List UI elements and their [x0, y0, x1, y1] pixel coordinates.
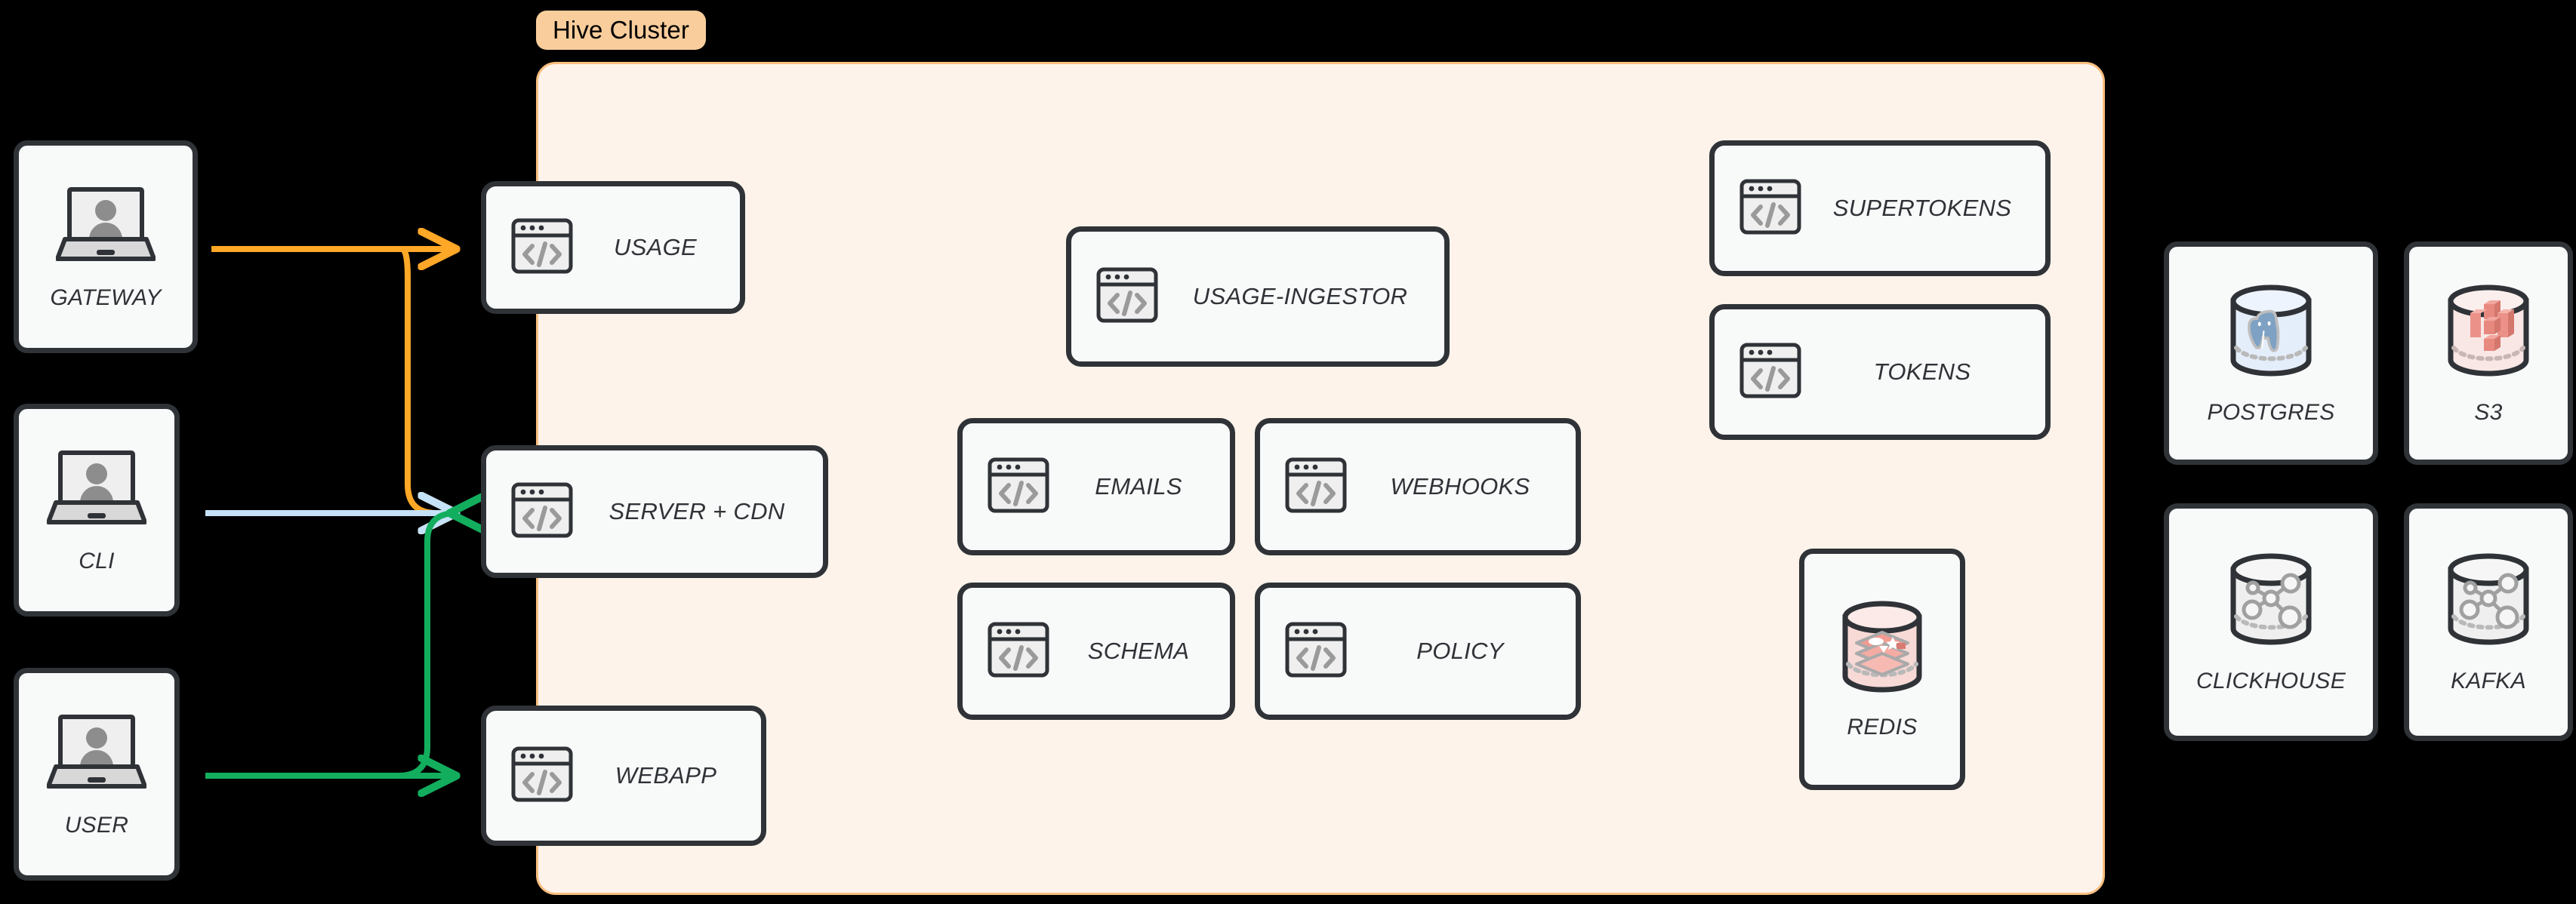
code-window-icon	[1283, 452, 1349, 522]
code-window-icon	[1094, 262, 1160, 332]
service-card-usage[interactable]: USAGE	[481, 181, 745, 314]
client-card-gateway[interactable]: GATEWAY	[14, 140, 198, 353]
service-label: SERVER + CDN	[609, 498, 785, 524]
service-label: SUPERTOKENS	[1832, 195, 2012, 221]
database-generic-icon	[2220, 550, 2322, 653]
datastore-card-kafka[interactable]: KAFKA	[2404, 503, 2573, 741]
service-label: WEBAPP	[615, 762, 717, 789]
datastore-label: KAFKA	[2451, 669, 2526, 693]
service-card-server-cdn[interactable]: SERVER + CDN	[481, 445, 828, 578]
service-card-webapp[interactable]: WEBAPP	[481, 706, 766, 846]
client-card-user[interactable]: USER	[14, 668, 180, 881]
code-window-icon	[985, 452, 1052, 522]
datastore-label: REDIS	[1847, 714, 1918, 739]
service-label: TOKENS	[1873, 358, 1971, 385]
service-label: POLICY	[1416, 638, 1504, 664]
service-card-webhooks[interactable]: WEBHOOKS	[1255, 418, 1581, 555]
client-card-cli[interactable]: CLI	[14, 404, 180, 617]
code-window-icon	[985, 617, 1052, 687]
service-card-tokens[interactable]: TOKENS	[1709, 304, 2051, 440]
database-generic-icon	[2437, 550, 2540, 653]
datastore-label: POSTGRES	[2207, 399, 2335, 425]
client-label: USER	[64, 812, 129, 838]
datastore-label: S3	[2474, 399, 2503, 425]
laptop-user-icon	[55, 183, 156, 270]
service-label: USAGE-INGESTOR	[1192, 283, 1408, 309]
code-window-icon	[1283, 617, 1349, 687]
code-window-icon	[509, 477, 575, 547]
service-label: USAGE	[613, 234, 698, 260]
database-redis-icon	[1833, 599, 1931, 700]
service-card-schema[interactable]: SCHEMA	[957, 583, 1235, 720]
service-label: SCHEMA	[1087, 638, 1190, 664]
hive-cluster-badge: Hive Cluster	[536, 11, 706, 50]
service-card-usage-ingestor[interactable]: USAGE-INGESTOR	[1066, 226, 1450, 367]
datastore-card-s3[interactable]: S3	[2404, 241, 2573, 465]
service-label: WEBHOOKS	[1390, 473, 1530, 500]
service-card-emails[interactable]: EMAILS	[957, 418, 1235, 555]
database-s3-icon	[2437, 281, 2540, 385]
service-card-supertokens[interactable]: SUPERTOKENS	[1709, 140, 2051, 276]
code-window-icon	[509, 741, 575, 811]
datastore-card-postgres[interactable]: POSTGRES	[2164, 241, 2378, 465]
client-label: CLI	[79, 548, 115, 573]
code-window-icon	[1737, 337, 1804, 407]
code-window-icon	[1737, 174, 1804, 244]
datastore-card-redis[interactable]: REDIS	[1799, 549, 1965, 790]
code-window-icon	[509, 213, 575, 283]
database-postgres-icon	[2220, 281, 2322, 385]
service-label: EMAILS	[1095, 473, 1182, 500]
connector-user-to-server-cdn	[398, 513, 456, 779]
connector-gateway-to-server-cdn	[400, 246, 453, 513]
laptop-user-icon	[46, 711, 147, 798]
client-label: GATEWAY	[50, 284, 162, 310]
laptop-user-icon	[46, 447, 147, 533]
datastore-card-clickhouse[interactable]: CLICKHOUSE	[2164, 503, 2378, 741]
service-card-policy[interactable]: POLICY	[1255, 583, 1581, 720]
datastore-label: CLICKHOUSE	[2195, 669, 2346, 693]
